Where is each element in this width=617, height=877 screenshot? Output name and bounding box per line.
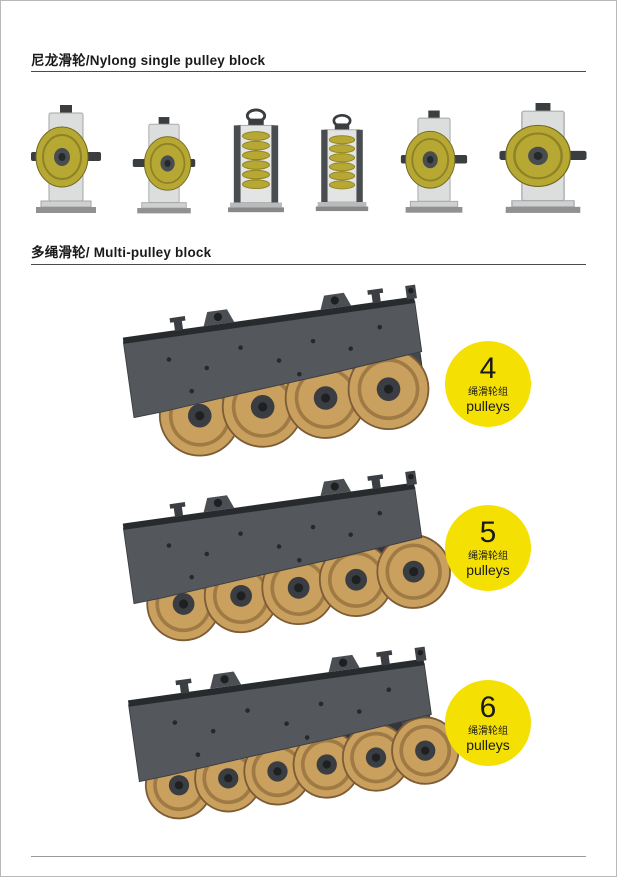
wheel-group	[146, 534, 451, 642]
badge-count: 4	[479, 351, 497, 385]
badge-label-en: pulleys	[466, 398, 510, 415]
section-title-single-pulley: 尼龙滑轮/Nylong single pulley block	[31, 53, 266, 68]
section-title-multi-pulley: 多绳滑轮/ Multi-pulley block	[31, 245, 212, 260]
badge-label-en: pulleys	[466, 737, 510, 754]
single-pulley-image-1	[30, 104, 102, 214]
multi-pulley-5-image	[122, 470, 451, 642]
pulley-count-badge-4: 4 绳滑轮组 pulleys	[445, 341, 531, 427]
pulley-count-badge-5: 5 绳滑轮组 pulleys	[445, 505, 531, 591]
single-pulley-product-row	[29, 93, 589, 217]
single-pulley-image-3	[226, 108, 286, 214]
single-pulley-image-2	[132, 116, 197, 215]
badge-label-cn: 绳滑轮组	[468, 725, 508, 737]
section-divider-single	[31, 71, 586, 72]
single-pulley-image-4	[314, 113, 370, 213]
badge-label-cn: 绳滑轮组	[468, 550, 508, 562]
single-pulley-image-5	[399, 109, 468, 214]
badge-label-en: pulleys	[466, 562, 510, 579]
section-divider-multi	[31, 264, 586, 265]
footer-divider	[31, 856, 586, 857]
single-pulley-image-6	[498, 101, 588, 215]
badge-label-cn: 绳滑轮组	[468, 386, 508, 398]
multi-pulley-4-image	[122, 284, 430, 457]
badge-count: 6	[479, 690, 497, 724]
badge-count: 5	[479, 515, 497, 549]
multi-pulley-6-image	[127, 646, 460, 820]
pulley-count-badge-6: 6 绳滑轮组 pulleys	[445, 680, 531, 766]
